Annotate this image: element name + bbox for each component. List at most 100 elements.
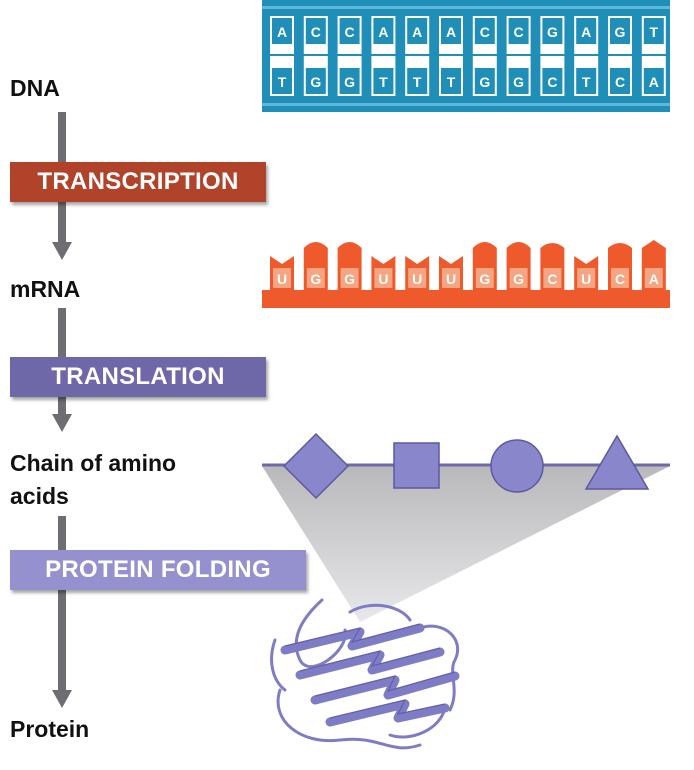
svg-text:C: C bbox=[547, 271, 557, 287]
dna-top-base: C bbox=[303, 16, 328, 54]
svg-text:G: G bbox=[310, 271, 321, 287]
svg-text:T: T bbox=[650, 24, 659, 40]
mrna-backbone bbox=[262, 290, 670, 308]
process-transcription: TRANSCRIPTION bbox=[10, 162, 266, 202]
svg-text:U: U bbox=[446, 271, 456, 287]
svg-text:G: G bbox=[547, 24, 558, 40]
stage-label-mrna: mRNA bbox=[10, 276, 81, 302]
folding-cone bbox=[262, 466, 670, 622]
svg-text:U: U bbox=[581, 271, 591, 287]
dna-top-base: T bbox=[641, 16, 666, 54]
dna-top-base: C bbox=[337, 16, 362, 54]
folded-protein bbox=[270, 598, 460, 750]
svg-text:C: C bbox=[615, 74, 625, 90]
svg-text:G: G bbox=[513, 74, 524, 90]
amino-acid-square bbox=[393, 442, 440, 489]
dna-top-base: A bbox=[270, 16, 294, 54]
flow-line-2 bbox=[58, 202, 66, 242]
flow-line-6 bbox=[58, 590, 66, 690]
mrna-base: U bbox=[270, 256, 294, 292]
dna-bottom-base: G bbox=[337, 56, 362, 96]
svg-text:G: G bbox=[310, 74, 321, 90]
dna-top-base: C bbox=[472, 16, 497, 54]
dna-bottom-base: A bbox=[641, 56, 666, 96]
svg-text:C: C bbox=[345, 24, 355, 40]
mrna-base: U bbox=[439, 256, 463, 292]
stage-label-amino-chain: Chain of amino acids bbox=[10, 450, 177, 509]
dna-bottom-base: G bbox=[303, 56, 328, 96]
svg-text:T: T bbox=[447, 74, 456, 90]
arrow-to-protein bbox=[52, 690, 72, 708]
mrna-base: U bbox=[405, 256, 430, 292]
process-protein-folding: PROTEIN FOLDING bbox=[10, 550, 306, 590]
dna-bottom-base: T bbox=[405, 56, 430, 96]
stage-label-dna: DNA bbox=[10, 75, 60, 101]
arrow-to-amino-chain bbox=[52, 414, 72, 432]
flow-line-5 bbox=[58, 516, 66, 552]
stage-label-protein: Protein bbox=[10, 716, 90, 742]
svg-text:A: A bbox=[412, 24, 422, 40]
dna-top-base: A bbox=[371, 16, 396, 54]
svg-text:U: U bbox=[277, 271, 287, 287]
amino-acid-circle bbox=[490, 439, 544, 493]
svg-text:U: U bbox=[378, 271, 388, 287]
dna-bottom-base: T bbox=[439, 56, 463, 96]
mrna-base: G bbox=[337, 242, 362, 292]
mrna-base: U bbox=[371, 256, 396, 292]
amino-acid-diamond bbox=[282, 432, 350, 500]
svg-text:A: A bbox=[378, 24, 388, 40]
svg-text:T: T bbox=[413, 74, 422, 90]
svg-text:A: A bbox=[446, 24, 456, 40]
process-translation: TRANSLATION bbox=[10, 357, 266, 397]
dna-bottom-base: G bbox=[472, 56, 497, 96]
svg-text:C: C bbox=[311, 24, 321, 40]
dna-top-base: A bbox=[439, 16, 463, 54]
svg-text:U: U bbox=[412, 271, 422, 287]
dna-top-base: G bbox=[608, 16, 632, 54]
svg-text:A: A bbox=[581, 24, 591, 40]
dna-top-base: A bbox=[574, 16, 599, 54]
dna-bottom-base: C bbox=[540, 56, 565, 96]
dna-bottom-base: T bbox=[371, 56, 396, 96]
dna-top-base: C bbox=[506, 16, 531, 54]
flow-line-1 bbox=[58, 112, 66, 164]
svg-text:C: C bbox=[480, 24, 490, 40]
svg-text:C: C bbox=[547, 74, 557, 90]
dna-backbone bbox=[262, 0, 670, 112]
svg-text:A: A bbox=[277, 24, 287, 40]
svg-text:T: T bbox=[582, 74, 591, 90]
svg-text:G: G bbox=[344, 271, 355, 287]
svg-text:A: A bbox=[649, 74, 659, 90]
svg-text:G: G bbox=[615, 24, 626, 40]
arrow-to-mrna bbox=[52, 242, 72, 260]
mrna-base: A bbox=[641, 240, 666, 292]
mrna-base: G bbox=[472, 242, 497, 292]
dna-top-base: A bbox=[405, 16, 430, 54]
svg-text:C: C bbox=[514, 24, 524, 40]
svg-text:A: A bbox=[649, 271, 659, 287]
mrna-base: C bbox=[540, 243, 565, 292]
dna-double-helix: A C C A A A C C G A G T T G G T T T G G C T C A bbox=[262, 0, 670, 112]
flow-line-3 bbox=[58, 308, 66, 358]
svg-text:C: C bbox=[615, 271, 625, 287]
dna-bottom-base: C bbox=[608, 56, 632, 96]
mrna-base: G bbox=[506, 242, 531, 292]
mrna-base: G bbox=[303, 242, 328, 292]
mrna-base: C bbox=[608, 243, 632, 292]
dna-bottom-base: T bbox=[270, 56, 294, 96]
mrna-base: U bbox=[574, 256, 599, 292]
dna-top-base: G bbox=[540, 16, 565, 54]
svg-text:G: G bbox=[513, 271, 524, 287]
dna-bottom-base: G bbox=[506, 56, 531, 96]
svg-text:G: G bbox=[344, 74, 355, 90]
amino-acid-chain bbox=[262, 432, 670, 500]
svg-text:G: G bbox=[479, 74, 490, 90]
svg-text:T: T bbox=[379, 74, 388, 90]
svg-text:T: T bbox=[278, 74, 287, 90]
flow-line-4 bbox=[58, 396, 66, 416]
dna-bottom-base: T bbox=[574, 56, 599, 96]
svg-text:G: G bbox=[479, 271, 490, 287]
amino-acid-triangle bbox=[584, 434, 650, 490]
